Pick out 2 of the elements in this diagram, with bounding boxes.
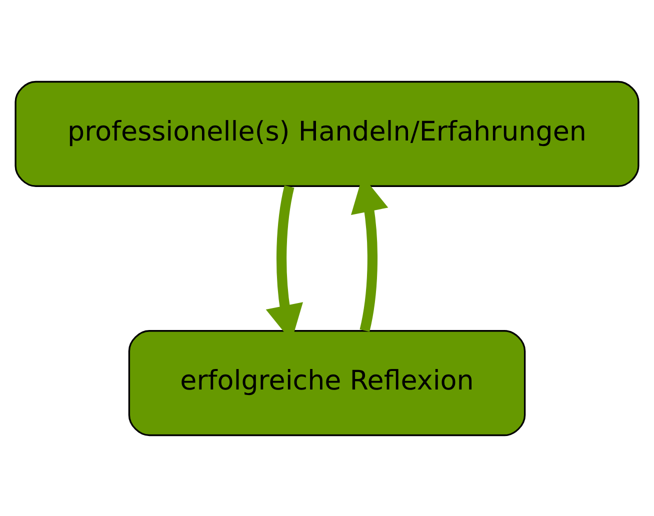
node-box: professionelle(s) Handeln/Erfahrungen [14,80,640,186]
node-box: erfolgreiche Reflexion [128,330,526,436]
